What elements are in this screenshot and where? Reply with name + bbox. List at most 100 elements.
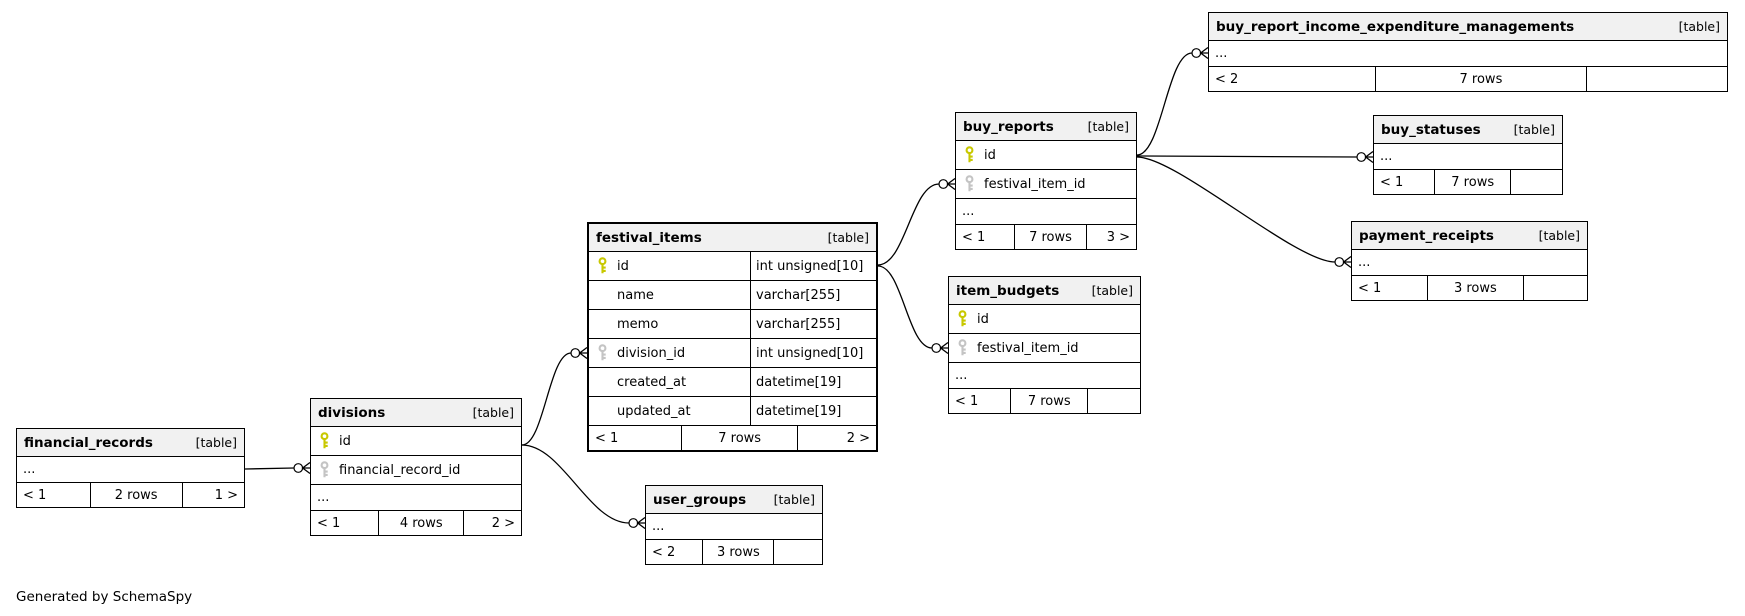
- column-name: memo: [617, 316, 659, 332]
- row-count: 2 rows: [89, 483, 183, 507]
- column-name-cell: name: [589, 281, 750, 309]
- column-name: ...: [652, 519, 665, 534]
- table-name: buy_statuses: [1381, 121, 1481, 138]
- column-row: ...: [949, 363, 1140, 389]
- column-row: id: [311, 427, 521, 456]
- column-name: id: [977, 311, 989, 327]
- row-count: 7 rows: [1013, 225, 1088, 249]
- pager-prev: < 1: [1380, 174, 1404, 190]
- pager-next: 2 >: [846, 430, 870, 446]
- table-header: divisions[table]: [311, 399, 521, 427]
- column-name-cell: id: [589, 252, 750, 280]
- pager-next: [1511, 170, 1562, 194]
- table-node-buy_statuses[interactable]: buy_statuses[table]... < 1 7 rows: [1373, 115, 1563, 195]
- table-node-divisions[interactable]: divisions[table] id financial_record_id...…: [310, 398, 522, 536]
- table-name: buy_report_income_expenditure_management…: [1216, 18, 1575, 35]
- column-name: name: [617, 287, 654, 303]
- relationship-buy_reports-payment_receipts: [1136, 156, 1352, 269]
- primary-key-icon: [964, 146, 975, 164]
- column-row: memo varchar[255]: [589, 310, 876, 339]
- column-row: festival_item_id: [956, 170, 1136, 199]
- table-footer: < 1 7 rows: [1374, 170, 1562, 194]
- table-header: buy_reports [table]: [956, 113, 1136, 141]
- column-row: ...: [956, 199, 1136, 225]
- table-node-user_groups[interactable]: user_groups[table]... < 2 3 rows: [645, 485, 823, 565]
- table-header: user_groups[table]: [646, 486, 822, 514]
- column-name-cell: ...: [1209, 41, 1727, 66]
- table-header: item_budgets[table]: [949, 277, 1140, 305]
- table-type-badge: [table]: [773, 492, 815, 507]
- column-name-cell: ...: [1352, 250, 1587, 275]
- column-row: ...: [1209, 41, 1727, 67]
- pager-next: [1587, 67, 1727, 91]
- row-count: 3 rows: [702, 540, 775, 564]
- table-type-badge: [table]: [195, 435, 237, 450]
- table-name: financial_records: [24, 434, 153, 451]
- table-header: buy_statuses[table]: [1374, 116, 1562, 144]
- pager-prev: < 1: [1358, 280, 1382, 296]
- table-header: payment_receipts [table]: [1352, 222, 1587, 250]
- pager-prev: < 1: [962, 229, 986, 245]
- pager-next: 1 >: [214, 487, 238, 503]
- column-name-cell: financial_record_id: [311, 456, 521, 484]
- relationship-financial_records-divisions: [244, 461, 311, 475]
- row-count: 3 rows: [1427, 276, 1524, 300]
- relationship-festival_items-item_budgets: [877, 265, 949, 355]
- pager-prev: < 2: [1215, 71, 1239, 87]
- row-count: 7 rows: [1374, 67, 1588, 91]
- column-name: ...: [962, 204, 975, 219]
- table-node-buy_reports[interactable]: buy_reports [table] id festival_item_id... <…: [955, 112, 1137, 250]
- column-type: datetime[19]: [750, 397, 876, 425]
- column-name-cell: id: [311, 427, 521, 455]
- pager-prev: < 2: [652, 544, 676, 560]
- row-count: 7 rows: [1010, 389, 1089, 413]
- row-count: 7 rows: [1434, 170, 1512, 194]
- pager-prev: < 1: [317, 515, 341, 531]
- relationship-divisions-user_groups: [521, 444, 646, 530]
- column-name-cell: ...: [646, 514, 822, 539]
- table-header: financial_records [table]: [17, 429, 244, 457]
- column-type: varchar[255]: [750, 310, 876, 338]
- column-name-cell: ...: [17, 457, 244, 482]
- table-node-buy_report_income_expenditure_managements[interactable]: buy_report_income_expenditure_management…: [1208, 12, 1728, 92]
- column-row: ...: [1374, 144, 1562, 170]
- column-row: ...: [17, 457, 244, 483]
- table-name: payment_receipts: [1359, 227, 1494, 244]
- pager-next: [1088, 389, 1140, 413]
- column-name: festival_item_id: [977, 340, 1079, 356]
- column-name-cell: memo: [589, 310, 750, 338]
- column-name-cell: updated_at: [589, 397, 750, 425]
- column-name: ...: [1358, 255, 1371, 270]
- column-row: id: [956, 141, 1136, 170]
- table-type-badge: [table]: [1538, 228, 1580, 243]
- column-name: id: [339, 433, 351, 449]
- column-row: festival_item_id: [949, 334, 1140, 363]
- column-name-cell: festival_item_id: [949, 334, 1140, 362]
- table-name: divisions: [318, 404, 386, 421]
- foreign-key-icon: [964, 175, 975, 193]
- relationship-divisions-festival_items: [521, 346, 588, 446]
- table-type-badge: [table]: [1091, 283, 1133, 298]
- primary-key-icon: [319, 432, 330, 450]
- column-name-cell: festival_item_id: [956, 170, 1136, 198]
- row-count: 7 rows: [680, 426, 799, 450]
- table-type-badge: [table]: [1087, 119, 1129, 134]
- table-type-badge: [table]: [827, 230, 869, 245]
- table-name: buy_reports: [963, 118, 1054, 135]
- column-name: financial_record_id: [339, 462, 461, 478]
- table-node-item_budgets[interactable]: item_budgets[table]id festival_item_id...…: [948, 276, 1141, 414]
- table-node-payment_receipts[interactable]: payment_receipts [table]... < 1 3 rows: [1351, 221, 1588, 301]
- foreign-key-icon: [319, 461, 330, 479]
- column-name: festival_item_id: [984, 176, 1086, 192]
- column-type: int unsigned[10]: [750, 339, 876, 367]
- table-footer: < 2 3 rows: [646, 540, 822, 564]
- column-name: ...: [317, 490, 330, 505]
